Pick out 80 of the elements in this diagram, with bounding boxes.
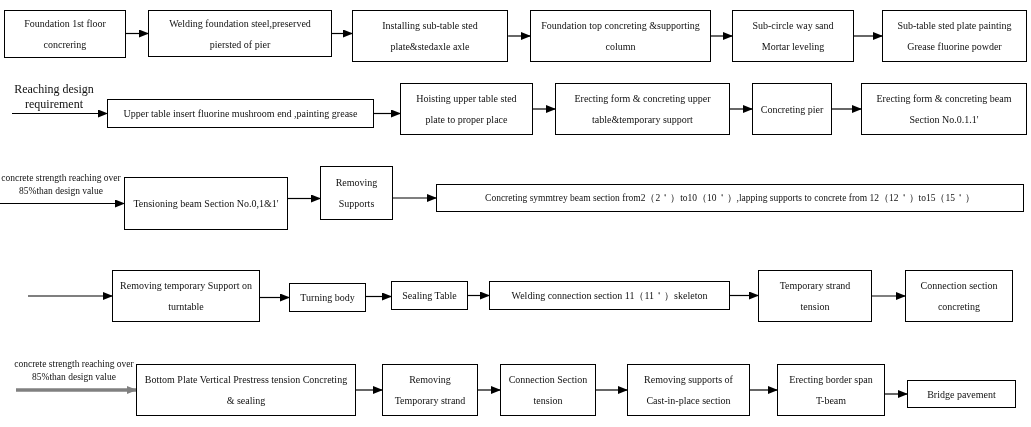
process-box — [112, 270, 260, 322]
step-text: Turning body — [300, 291, 355, 304]
arrow — [467, 291, 490, 300]
process-box — [905, 270, 1013, 322]
arrow — [507, 32, 531, 40]
process-box — [436, 184, 1024, 212]
process-box — [627, 364, 750, 416]
arrow — [125, 29, 149, 38]
step-text: Welding connection section 11（11＇）skeleton — [511, 289, 708, 302]
process-box — [320, 166, 393, 220]
process-box — [136, 364, 356, 416]
arrow — [729, 105, 753, 113]
step-text: Welding foundation steel,preserved piersted of pier — [168, 16, 312, 52]
step-text: Sub-table sted plate painting Grease fluorine powder — [896, 19, 1013, 54]
step-text: Erecting form & concreting upper table&temporary support — [573, 92, 712, 127]
process-box — [732, 10, 854, 62]
arrow — [287, 194, 321, 203]
arrow — [749, 386, 778, 394]
step-text: Bottom Plate Vertical Prestress tension Concreting & sealing — [143, 373, 349, 408]
arrow — [710, 32, 733, 40]
arrow — [0, 199, 125, 208]
process-box — [4, 10, 126, 58]
step-text: Concreting symmtrey beam section from2（2＇）to10（10＇）,lapping supports to concrete from 12（12＇）to15（15＇） — [485, 191, 975, 205]
arrow — [477, 386, 501, 394]
step-text: Concreting pier — [760, 102, 824, 117]
step-text: Connection Section tension — [507, 373, 589, 408]
arrow — [27, 292, 113, 300]
process-box — [124, 177, 288, 230]
step-text: Upper table insert fluorine mushroom end ,painting grease — [123, 107, 358, 120]
arrow — [16, 386, 137, 394]
process-box — [882, 10, 1027, 62]
edge-label: Reaching design requirement — [13, 82, 95, 112]
step-text: Hoisting upper table sted plate to proper place — [415, 92, 518, 127]
process-box — [400, 83, 533, 135]
step-text: Removing Supports — [334, 176, 379, 211]
step-text: Sealing Table — [402, 289, 457, 302]
step-text: Foundation 1st floor concrering — [23, 17, 107, 52]
step-text: Tensioning beam Section No.0,1&1' — [133, 197, 279, 211]
process-box — [107, 99, 374, 128]
step-text: Sub-circle way sand Mortar leveling — [751, 19, 835, 54]
process-box — [907, 380, 1016, 408]
process-box — [861, 83, 1027, 135]
arrow — [11, 109, 108, 118]
step-text: Erecting form & concreting beam Section No.0.1.1' — [875, 92, 1013, 127]
process-box — [382, 364, 478, 416]
arrow — [729, 291, 759, 300]
arrow — [392, 194, 437, 202]
edge-label: concrete strength reaching over 85%than design value — [0, 172, 122, 197]
process-box — [530, 10, 711, 62]
step-text: Removing Temporary strand — [393, 373, 467, 408]
step-text: Erecting border span T-beam — [788, 373, 874, 408]
process-box — [489, 281, 730, 310]
step-text: Temporary strand tension — [778, 279, 852, 314]
arrow — [365, 292, 392, 301]
arrow — [373, 109, 401, 118]
arrow — [831, 105, 862, 113]
arrow — [595, 386, 628, 394]
arrow — [532, 105, 556, 113]
arrow — [259, 293, 290, 302]
arrow — [853, 32, 883, 40]
process-box — [289, 283, 366, 312]
step-text: Removing supports of Cast-in-place section — [643, 373, 734, 408]
process-box — [148, 10, 332, 57]
arrow — [871, 292, 906, 300]
process-box — [391, 281, 468, 310]
step-text: Foundation top concreting &supporting column — [540, 19, 701, 54]
step-text: Removing temporary Support on turntable — [119, 279, 253, 314]
process-box — [758, 270, 872, 322]
step-text: Connection section concreting — [919, 279, 999, 314]
step-text: Bridge pavement — [927, 387, 996, 401]
process-box — [555, 83, 730, 135]
arrow — [331, 29, 353, 38]
process-box — [752, 83, 832, 135]
edge-label: concrete strength reaching over 85%than design value — [14, 358, 134, 383]
process-box — [500, 364, 596, 416]
process-box — [777, 364, 885, 416]
arrow — [884, 390, 908, 398]
process-box — [352, 10, 508, 62]
arrow — [355, 386, 383, 394]
step-text: Installing sub-table sted plate&stedaxle axle — [381, 19, 479, 54]
